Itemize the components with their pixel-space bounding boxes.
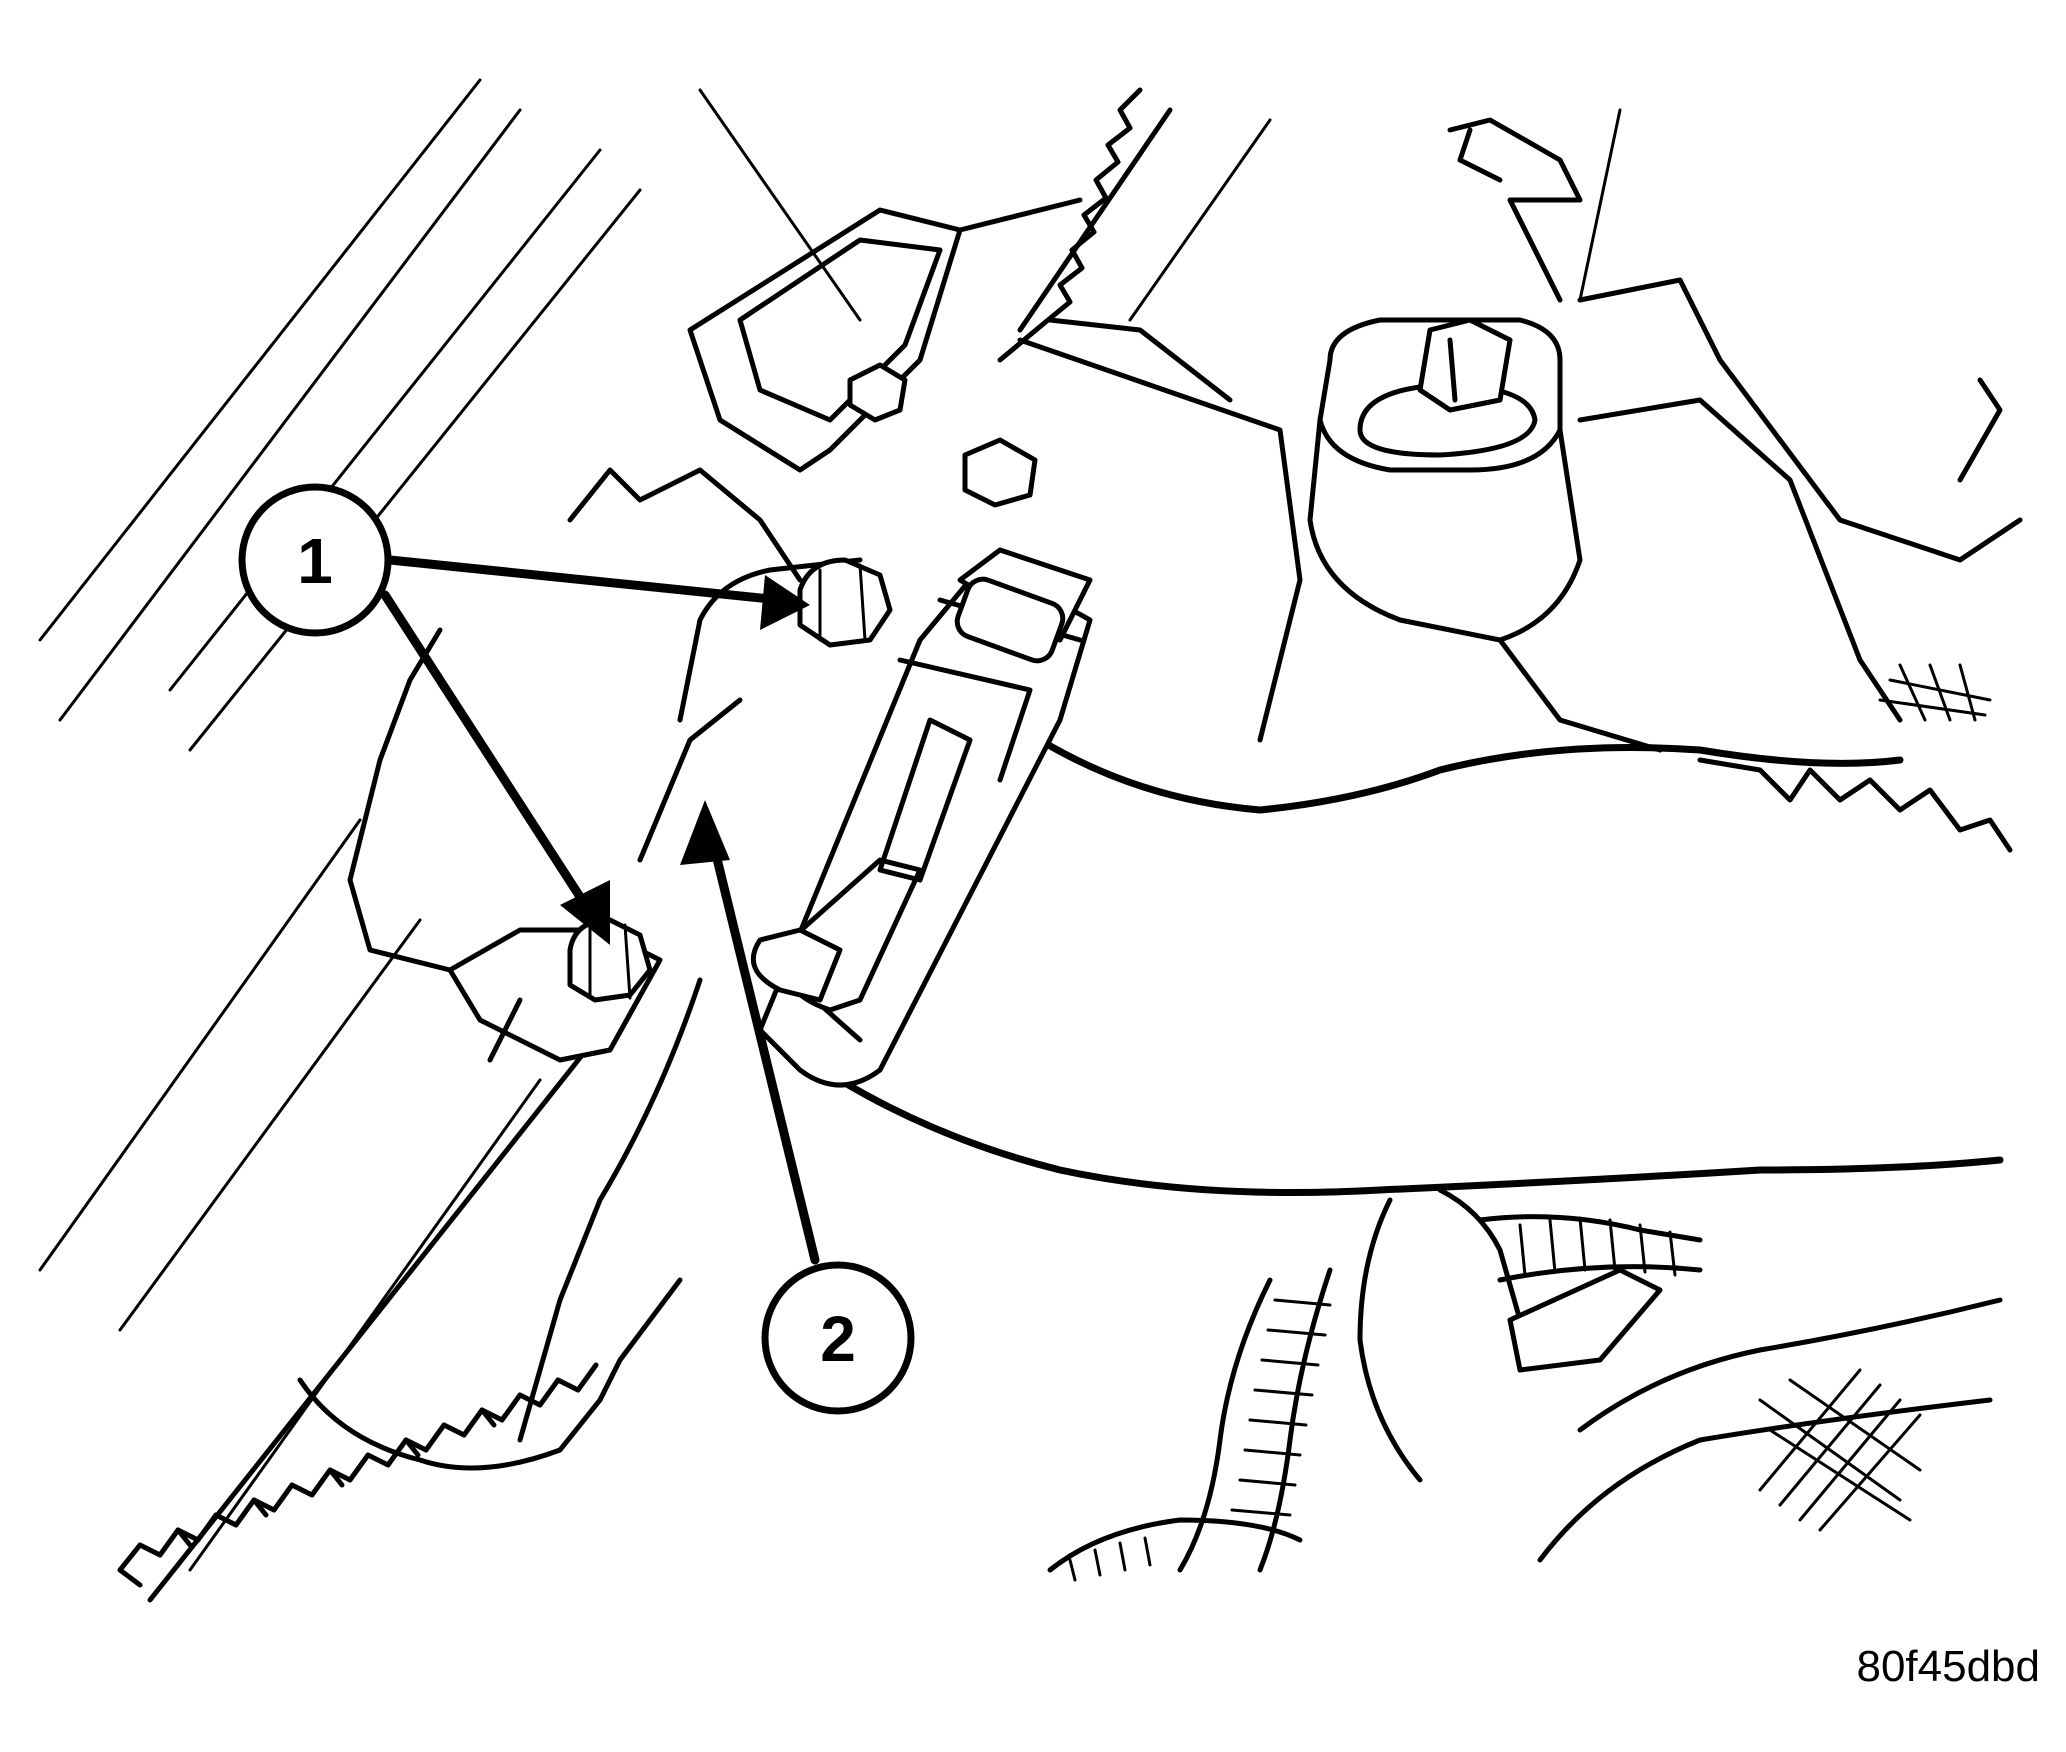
callout-2-circle (761, 1261, 915, 1415)
figure-code: 80f45dbd (1856, 1642, 2040, 1691)
right-mount (1307, 117, 2023, 753)
callout-2-label: 2 (820, 1303, 856, 1375)
lower-right-hoses (1047, 663, 2003, 1582)
callout-1: 1 (238, 483, 392, 637)
toothed-strip-upper (997, 87, 1173, 363)
callout-1-arrowhead-upper (760, 575, 810, 630)
upper-bracket (687, 197, 1303, 743)
callout-2-leaders (680, 800, 820, 1265)
fastener-nuts (567, 362, 1038, 1003)
mesh-hatch (1758, 663, 1992, 1532)
callout-1-circle (238, 483, 392, 637)
callout-2: 2 (761, 1261, 915, 1415)
frame-rail-lines (38, 78, 1622, 1572)
band-clamp (750, 547, 1093, 1088)
toothed-strip-lower (117, 1017, 613, 1603)
callout-1-arrowhead-lower (560, 880, 610, 945)
callout-2-arrowhead (680, 800, 730, 865)
exhaust-pipe (836, 736, 2013, 1196)
callout-1-leaders (380, 555, 810, 945)
callout-1-label: 1 (297, 525, 333, 597)
